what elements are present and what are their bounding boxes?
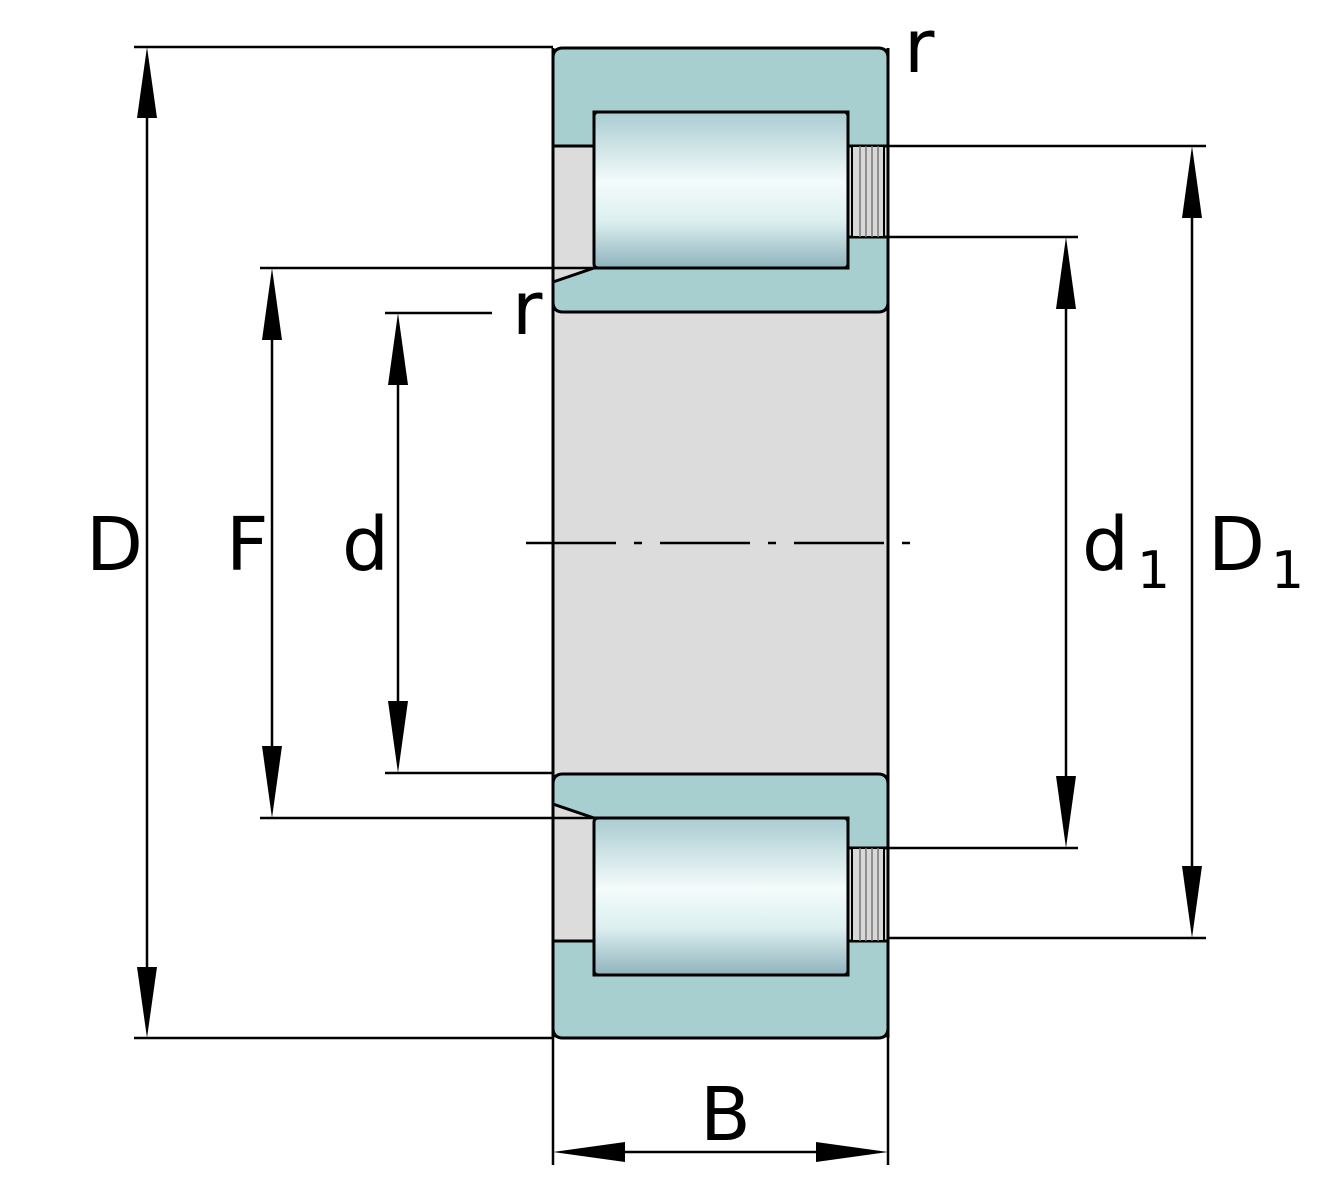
label-D1-main: D [1208,502,1265,588]
outer-ring-top [551,46,890,148]
label-d1-subscript: 1 [1137,541,1170,601]
dimension-D1 [1182,146,1202,938]
roller-bottom [592,816,850,977]
label-r-inner: r [512,266,543,352]
label-d1-main: d [1082,502,1129,588]
lip-bottom [851,847,885,942]
dimension-D [137,47,157,1038]
label-B: B [700,1072,751,1158]
label-d: d [342,502,389,588]
label-D: D [86,502,143,588]
label-F: F [226,502,269,588]
dimension-d1 [1056,237,1076,848]
label-r-top: r [904,4,935,90]
lip-top [851,145,885,238]
label-D1-subscript: 1 [1271,541,1304,601]
roller-top [592,110,850,270]
dimension-d [388,313,408,773]
dimension-B [553,1142,888,1162]
extension-lines [134,45,1206,1165]
dimension-F [262,268,282,818]
